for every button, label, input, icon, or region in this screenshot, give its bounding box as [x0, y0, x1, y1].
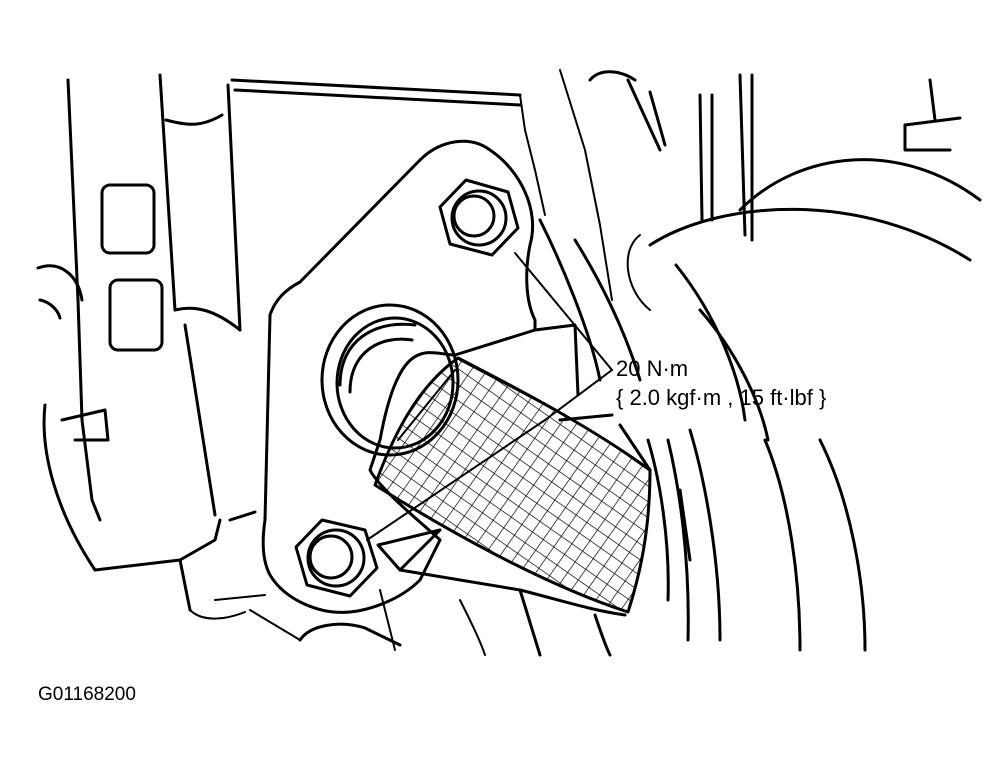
figure-id: G01168200	[38, 684, 136, 705]
engine-block	[36, 69, 613, 620]
gasket	[373, 356, 652, 614]
side-ports	[100, 183, 164, 352]
upper-bolt-icon	[438, 178, 520, 257]
torque-alt-units: { 2.0 kgf·m , 15 ft·lbf }	[616, 385, 826, 410]
upper-right-detail	[588, 70, 982, 311]
torque-value: 20 N·m	[616, 356, 688, 381]
lower-bracket	[249, 528, 627, 657]
torque-leader-lines	[366, 252, 613, 541]
exhaust-flange	[261, 139, 537, 614]
exhaust-pipe	[533, 218, 867, 652]
lower-bolt-icon	[294, 518, 379, 598]
